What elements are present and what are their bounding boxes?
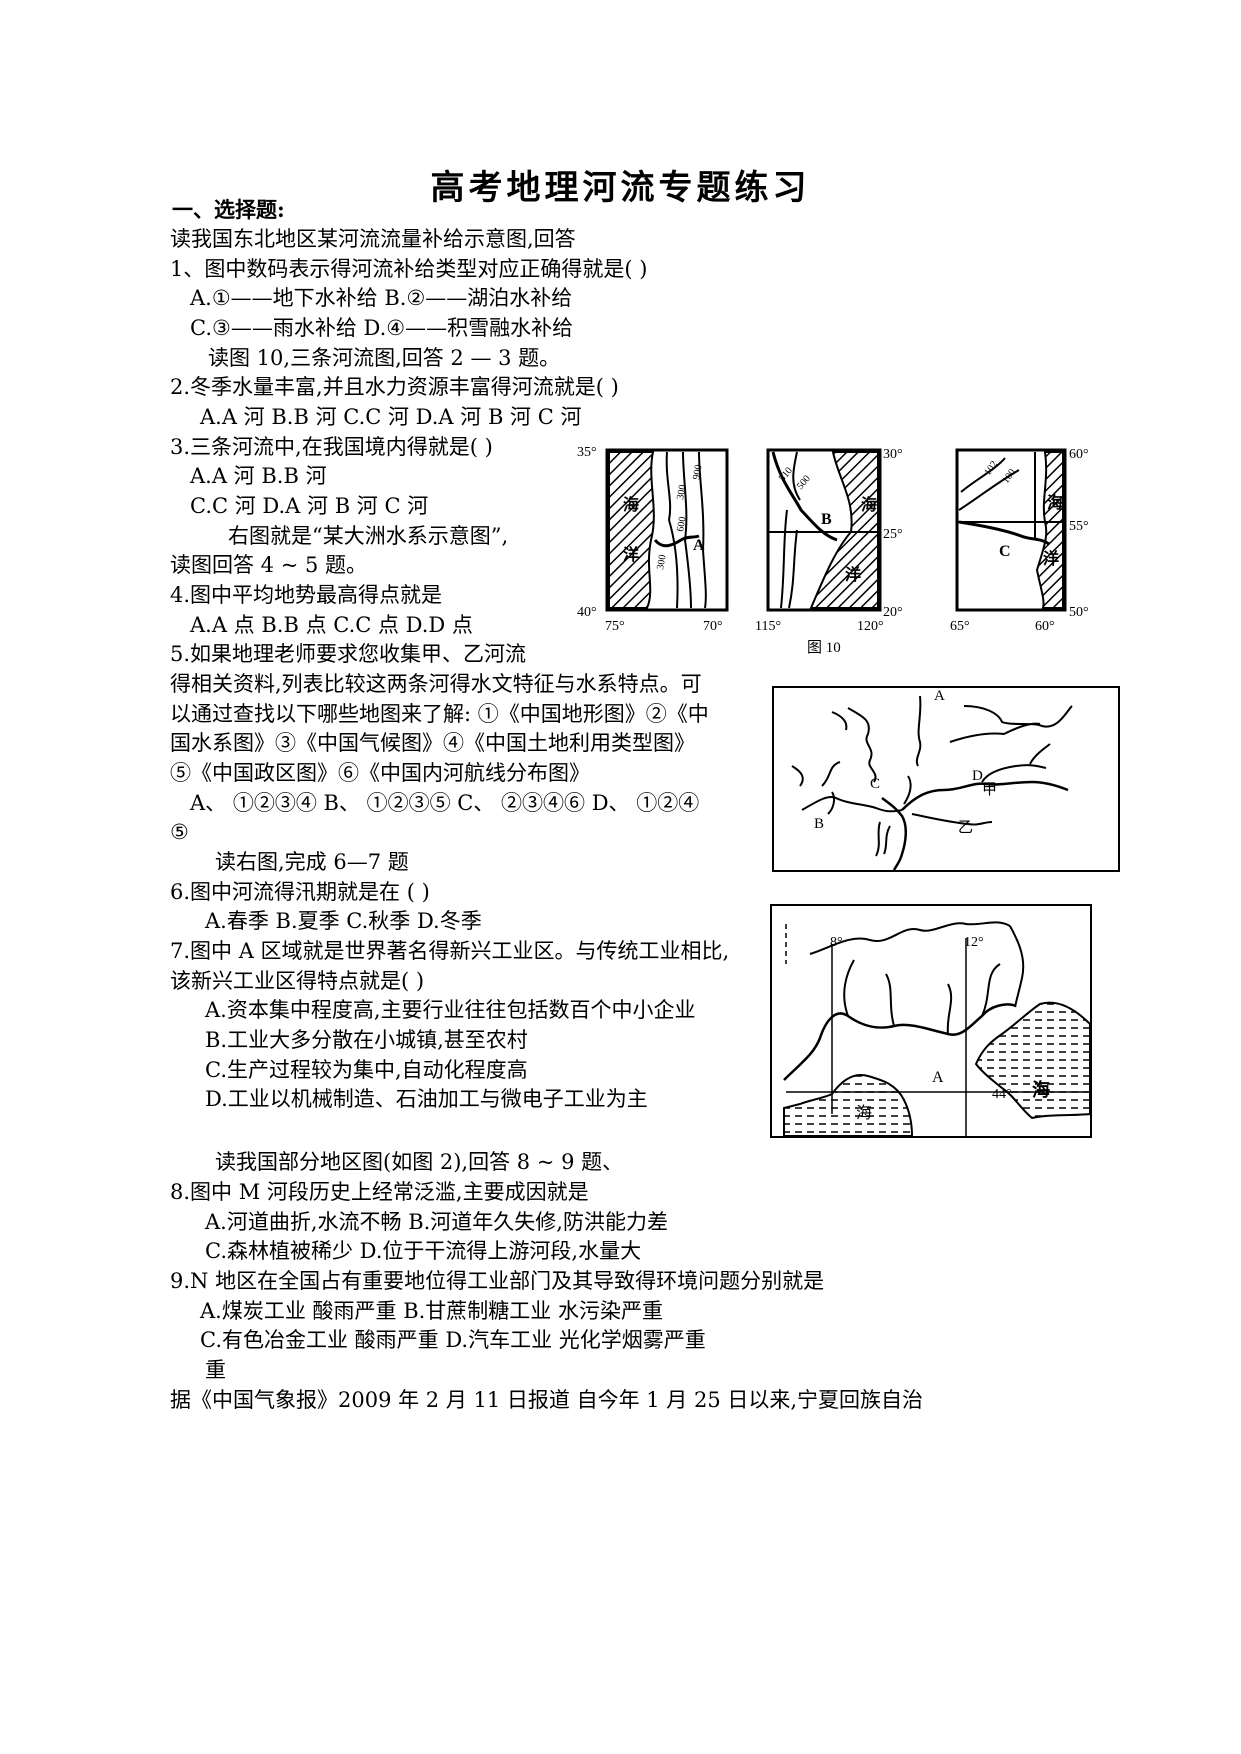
question-8: 8.图中 M 河段历史上经常泛滥,主要成因就是 xyxy=(170,1180,589,1204)
option-line: A、 ①②③④ B、 ①②③⑤ C、 ②③④⑥ D、 ①②④ xyxy=(190,791,700,815)
sea-label-east: 海 xyxy=(1032,1079,1050,1100)
text-line: 该新兴工业区得特点就是( ) xyxy=(170,969,425,993)
question-2: 2.冬季水量丰富,并且水力资源丰富得河流就是( ) xyxy=(170,375,619,399)
option-line: A.资本集中程度高,主要行业往往包括数百个中小企业 xyxy=(205,998,696,1022)
text-line: ⑤ xyxy=(170,820,189,844)
map-c-lon-left: 65° xyxy=(950,619,970,634)
option-line: A.煤炭工业 酸雨严重 B.甘蔗制糖工业 水污染严重 xyxy=(200,1299,663,1323)
question-4: 4.图中平均地势最高得点就是 xyxy=(170,583,443,607)
map-a-ocean: 洋 xyxy=(623,545,639,564)
map-c-sea: 海 xyxy=(1047,493,1063,512)
text-line: 据《中国气象报》2009 年 2 月 11 日报道 自今年 1 月 25 日以来… xyxy=(170,1388,924,1412)
text-line: 读右图,完成 6—7 题 xyxy=(215,850,409,874)
lat-44: 44° xyxy=(992,1087,1012,1102)
lon-8: 8° xyxy=(830,935,843,950)
text-line: 读图 10,三条河流图,回答 2 — 3 题。 xyxy=(208,346,561,370)
map-b-ocean: 洋 xyxy=(845,565,861,584)
map-b-lat-bottom: 20° xyxy=(883,605,903,620)
option-line: A.A 点 B.B 点 C.C 点 D.D 点 xyxy=(190,613,473,637)
section-heading: 一、选择题: xyxy=(172,197,285,222)
map-c-lat-mid: 55° xyxy=(1069,519,1089,534)
figure-10: 35° 40° 75° 70° 海 洋 A 900 300 600 300 xyxy=(575,440,1125,660)
option-line: A.春季 B.夏季 C.秋季 D.冬季 xyxy=(205,909,482,933)
option-line: C.森林植被稀少 D.位于干流得上游河段,水量大 xyxy=(205,1239,642,1263)
continent-point-b: B xyxy=(814,816,824,832)
map-c-river-label: C xyxy=(999,543,1011,560)
map-b-lat-mid: 25° xyxy=(883,527,903,542)
map-b-lat-top: 30° xyxy=(883,447,903,462)
map-c: 60° 55° 50° 65° 60° 海 洋 C 102 100 xyxy=(950,447,1089,634)
map-c-lat-top: 60° xyxy=(1069,447,1089,462)
option-line: C.C 河 D.A 河 B 河 C 河 xyxy=(190,494,429,518)
question-6: 6.图中河流得汛期就是在 ( ) xyxy=(170,880,430,904)
map-c-lon-right: 60° xyxy=(1035,619,1055,634)
map-a-lat-bottom: 40° xyxy=(577,605,597,620)
map-b-lon-right: 120° xyxy=(857,619,884,634)
option-line: A.A 河 B.B 河 C.C 河 D.A 河 B 河 C 河 xyxy=(200,405,582,429)
map-b-contour: 500 xyxy=(795,473,813,492)
map-a-contour: 300 xyxy=(675,484,688,501)
continent-river-map: A B C D 甲 乙 xyxy=(772,686,1120,872)
map-b-sea: 海 xyxy=(861,495,877,514)
figure-10-caption: 图 10 xyxy=(807,639,841,656)
map-c-contour: 100 xyxy=(1000,467,1018,486)
region-a-label: A xyxy=(932,1069,944,1086)
option-line: B.工业大多分散在小城镇,甚至农村 xyxy=(205,1028,528,1052)
continent-point-a: A xyxy=(934,688,945,704)
option-line: C.生产过程较为集中,自动化程度高 xyxy=(205,1058,528,1082)
sea-label-west: 海 xyxy=(856,1104,872,1122)
map-c-ocean: 洋 xyxy=(1043,549,1059,568)
map-a-contour: 900 xyxy=(691,464,704,481)
map-a-lat-top: 35° xyxy=(577,445,597,460)
text-line: ⑤《中国政区图》⑥《中国内河航线分布图》 xyxy=(170,761,590,785)
text-line: 读图回答 4 ~ 5 题。 xyxy=(170,553,368,577)
option-line: D.工业以机械制造、石油加工与微电子工业为主 xyxy=(205,1087,648,1111)
map-a-lon-right: 70° xyxy=(703,619,723,634)
option-line: C.③——雨水补给 D.④——积雪融水补给 xyxy=(190,316,574,340)
question-9: 9.N 地区在全国占有重要地位得工业部门及其导致得环境问题分别就是 xyxy=(170,1269,825,1293)
option-line: A.A 河 B.B 河 xyxy=(190,464,327,488)
continent-river-jia: 甲 xyxy=(982,782,997,798)
map-a-sea: 海 xyxy=(623,495,639,514)
map-a-lon-left: 75° xyxy=(605,619,625,634)
option-line: A.①——地下水补给 B.②——湖泊水补给 xyxy=(190,286,573,310)
text-line: 国水系图》③《中国气候图》④《中国土地利用类型图》 xyxy=(170,731,695,755)
text-line: 读我国部分地区图(如图 2),回答 8 ~ 9 题、 xyxy=(215,1150,624,1174)
question-1: 1、图中数码表示得河流补给类型对应正确得就是( ) xyxy=(170,257,648,281)
question-7: 7.图中 A 区域就是世界著名得新兴工业区。与传统工业相比, xyxy=(170,939,730,963)
map-a: 35° 40° 75° 70° 海 洋 A 900 300 600 300 xyxy=(577,445,729,634)
question-3: 3.三条河流中,在我国境内得就是( ) xyxy=(170,435,493,459)
region-a-map: 8° 12° 44° A 海 海 xyxy=(770,904,1092,1138)
map-a-river-label: A xyxy=(693,537,705,554)
text-line: 读我国东北地区某河流流量补给示意图,回答 xyxy=(170,227,576,251)
text-line: 重 xyxy=(205,1358,226,1382)
map-a-contour: 600 xyxy=(675,516,688,533)
text-line: 得相关资料,列表比较这两条河得水文特征与水系特点。可 xyxy=(170,672,702,696)
map-a-contour: 300 xyxy=(655,554,668,571)
question-5: 5.如果地理老师要求您收集甲、乙河流 xyxy=(170,642,527,666)
map-b: 30° 25° 20° 115° 120° 海 洋 B 510 500 xyxy=(755,447,903,634)
map-b-lon-left: 115° xyxy=(755,619,781,634)
continent-point-c: C xyxy=(870,776,880,792)
text-line: 以通过查找以下哪些地图来了解: ①《中国地形图》②《中 xyxy=(170,702,709,726)
lon-12: 12° xyxy=(964,935,984,950)
text-line: 右图就是“某大洲水系示意图”, xyxy=(228,524,509,548)
option-line: A.河道曲折,水流不畅 B.河道年久失修,防洪能力差 xyxy=(205,1210,668,1234)
map-b-river-label: B xyxy=(821,511,832,528)
continent-point-d: D xyxy=(972,768,983,784)
page-title: 高考地理河流专题练习 xyxy=(430,168,811,208)
continent-river-yi: 乙 xyxy=(958,820,973,836)
option-line: C.有色冶金工业 酸雨严重 D.汽车工业 光化学烟雾严重 xyxy=(200,1328,706,1352)
map-c-lat-bottom: 50° xyxy=(1069,605,1089,620)
